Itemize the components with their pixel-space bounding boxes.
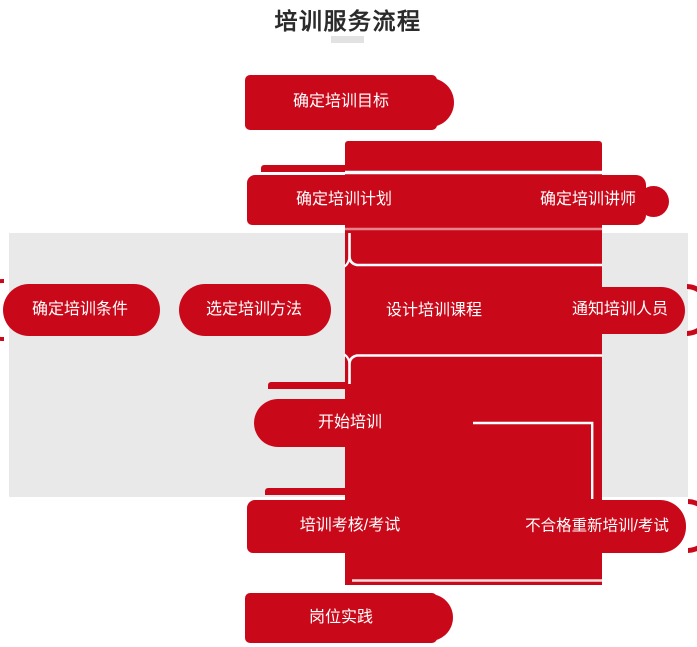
- node-start-label: 开始培训: [317, 414, 383, 431]
- node-notify-label: 通知培训人员: [571, 301, 669, 318]
- node-goal: [245, 75, 437, 130]
- node-notify: [602, 287, 685, 334]
- node-method: [179, 284, 331, 336]
- node-course-label: 设计培训课程: [385, 302, 483, 319]
- node-conditions-edge-arc: [0, 277, 4, 343]
- node-notify-edge-arc: [687, 283, 697, 337]
- node-conditions-label: 确定培训条件: [31, 301, 129, 318]
- node-plan-top-tab: [261, 165, 347, 172]
- node-exam: [247, 500, 602, 553]
- node-instructor: [602, 175, 646, 225]
- node-instructor-label: 确定培训讲师: [539, 191, 637, 208]
- node-plan-label: 确定培训计划: [295, 191, 393, 208]
- node-plan: [247, 175, 602, 225]
- node-exam-top-tab: [265, 488, 346, 495]
- node-retrain-label: 不合格重新培训/考试: [525, 517, 669, 535]
- left-background-panel: [9, 233, 346, 497]
- node-conditions: [3, 284, 160, 336]
- node-retrain: [602, 500, 686, 553]
- node-goal-label: 确定培训目标: [292, 93, 390, 110]
- node-course: [345, 267, 602, 354]
- node-practice-label: 岗位实践: [308, 609, 374, 626]
- node-retrain-edge-arc: [688, 497, 697, 555]
- node-exam-label: 培训考核/考试: [299, 517, 401, 534]
- node-practice: [245, 593, 437, 643]
- right-background-panel: [602, 233, 688, 497]
- node-start: [254, 399, 602, 447]
- node-start-top-tab: [268, 382, 346, 389]
- node-method-label: 选定培训方法: [205, 301, 303, 318]
- title-underline-bar: [331, 36, 364, 43]
- page-title: 培训服务流程: [274, 8, 422, 34]
